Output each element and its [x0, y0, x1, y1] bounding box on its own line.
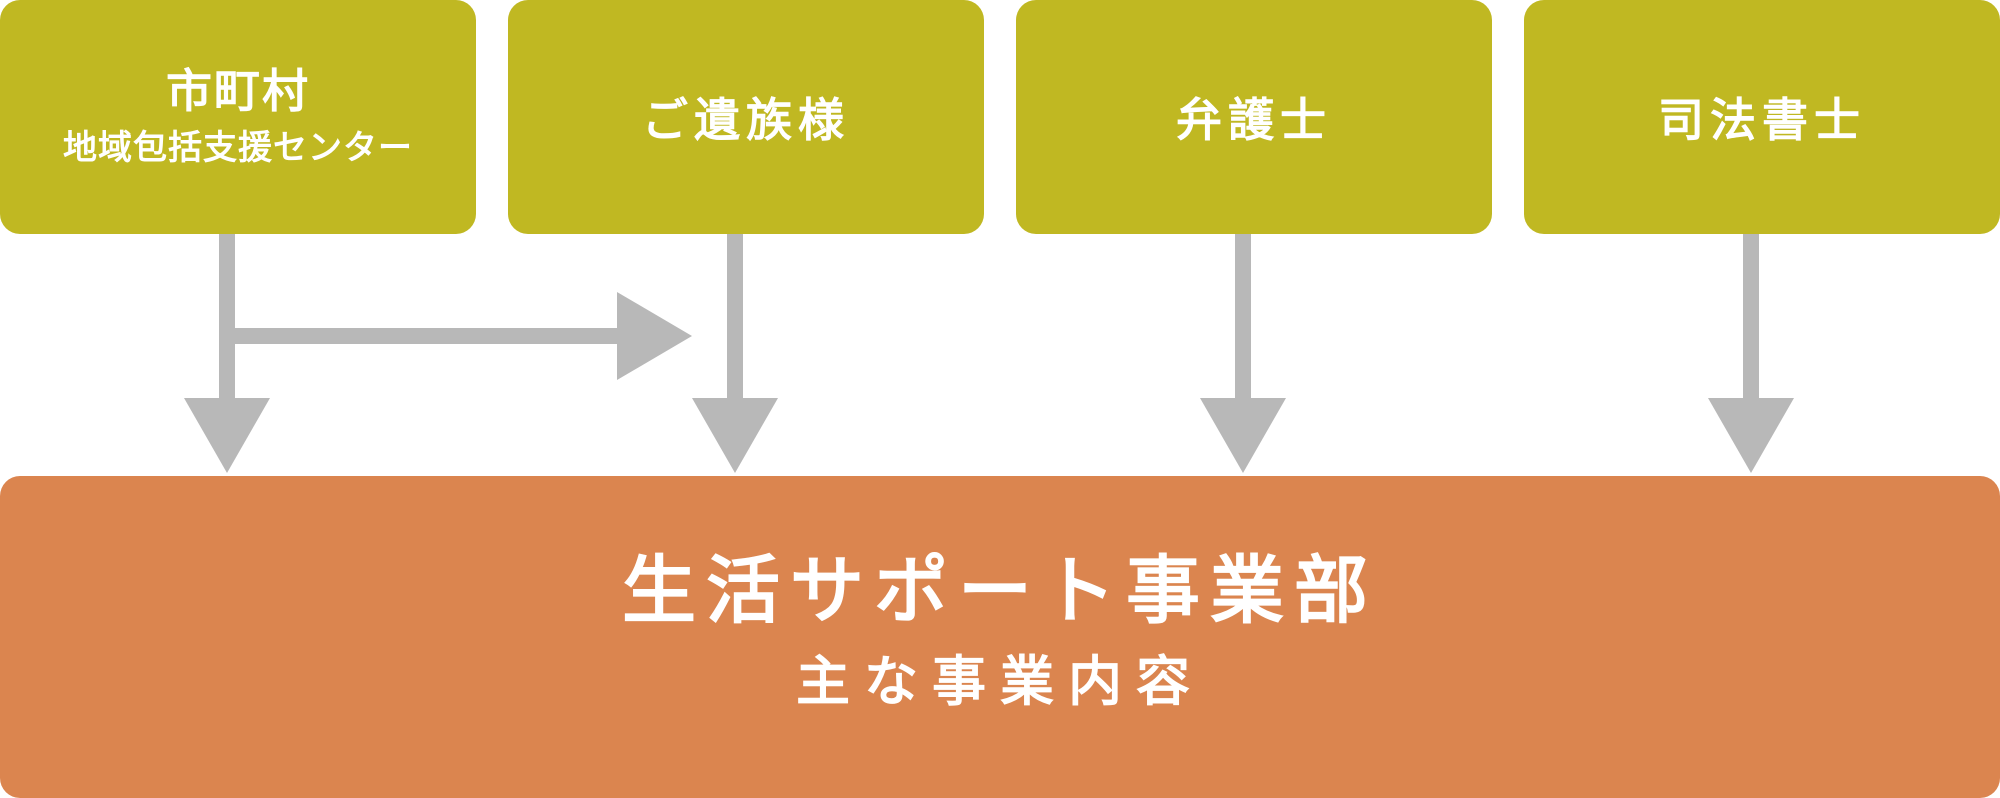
source-title-judicial-scrivener: 司法書士 — [1658, 93, 1866, 147]
source-title-municipality: 市町村 — [166, 64, 310, 119]
arrow-shaft-scrivener — [1743, 232, 1759, 400]
target-subtitle: 主な事業内容 — [796, 650, 1204, 714]
target-title: 生活サポート事業部 — [622, 547, 1378, 634]
source-box-lawyer: 弁護士 — [1016, 0, 1492, 234]
source-box-judicial-scrivener: 司法書士 — [1524, 0, 2000, 234]
source-title-lawyer: 弁護士 — [1176, 93, 1332, 147]
target-box-life-support-division: 生活サポート事業部 主な事業内容 — [0, 476, 2000, 798]
arrowhead-lawyer — [1200, 398, 1286, 473]
source-title-bereaved-family: ご遺族様 — [642, 93, 850, 147]
arrow-shaft-lawyer — [1235, 232, 1251, 400]
source-box-bereaved-family: ご遺族様 — [508, 0, 984, 234]
arrowhead-scrivener — [1708, 398, 1794, 473]
source-box-municipality: 市町村 地域包括支援センター — [0, 0, 476, 234]
arrowhead-municipality — [184, 398, 270, 473]
arrow-shaft-horizontal — [235, 328, 620, 344]
arrowhead-horizontal — [617, 292, 692, 380]
arrow-shaft-bereaved — [727, 232, 743, 400]
arrow-shaft-municipality — [219, 232, 235, 400]
source-subtitle-community-center: 地域包括支援センター — [63, 127, 413, 168]
arrowhead-bereaved — [692, 398, 778, 473]
